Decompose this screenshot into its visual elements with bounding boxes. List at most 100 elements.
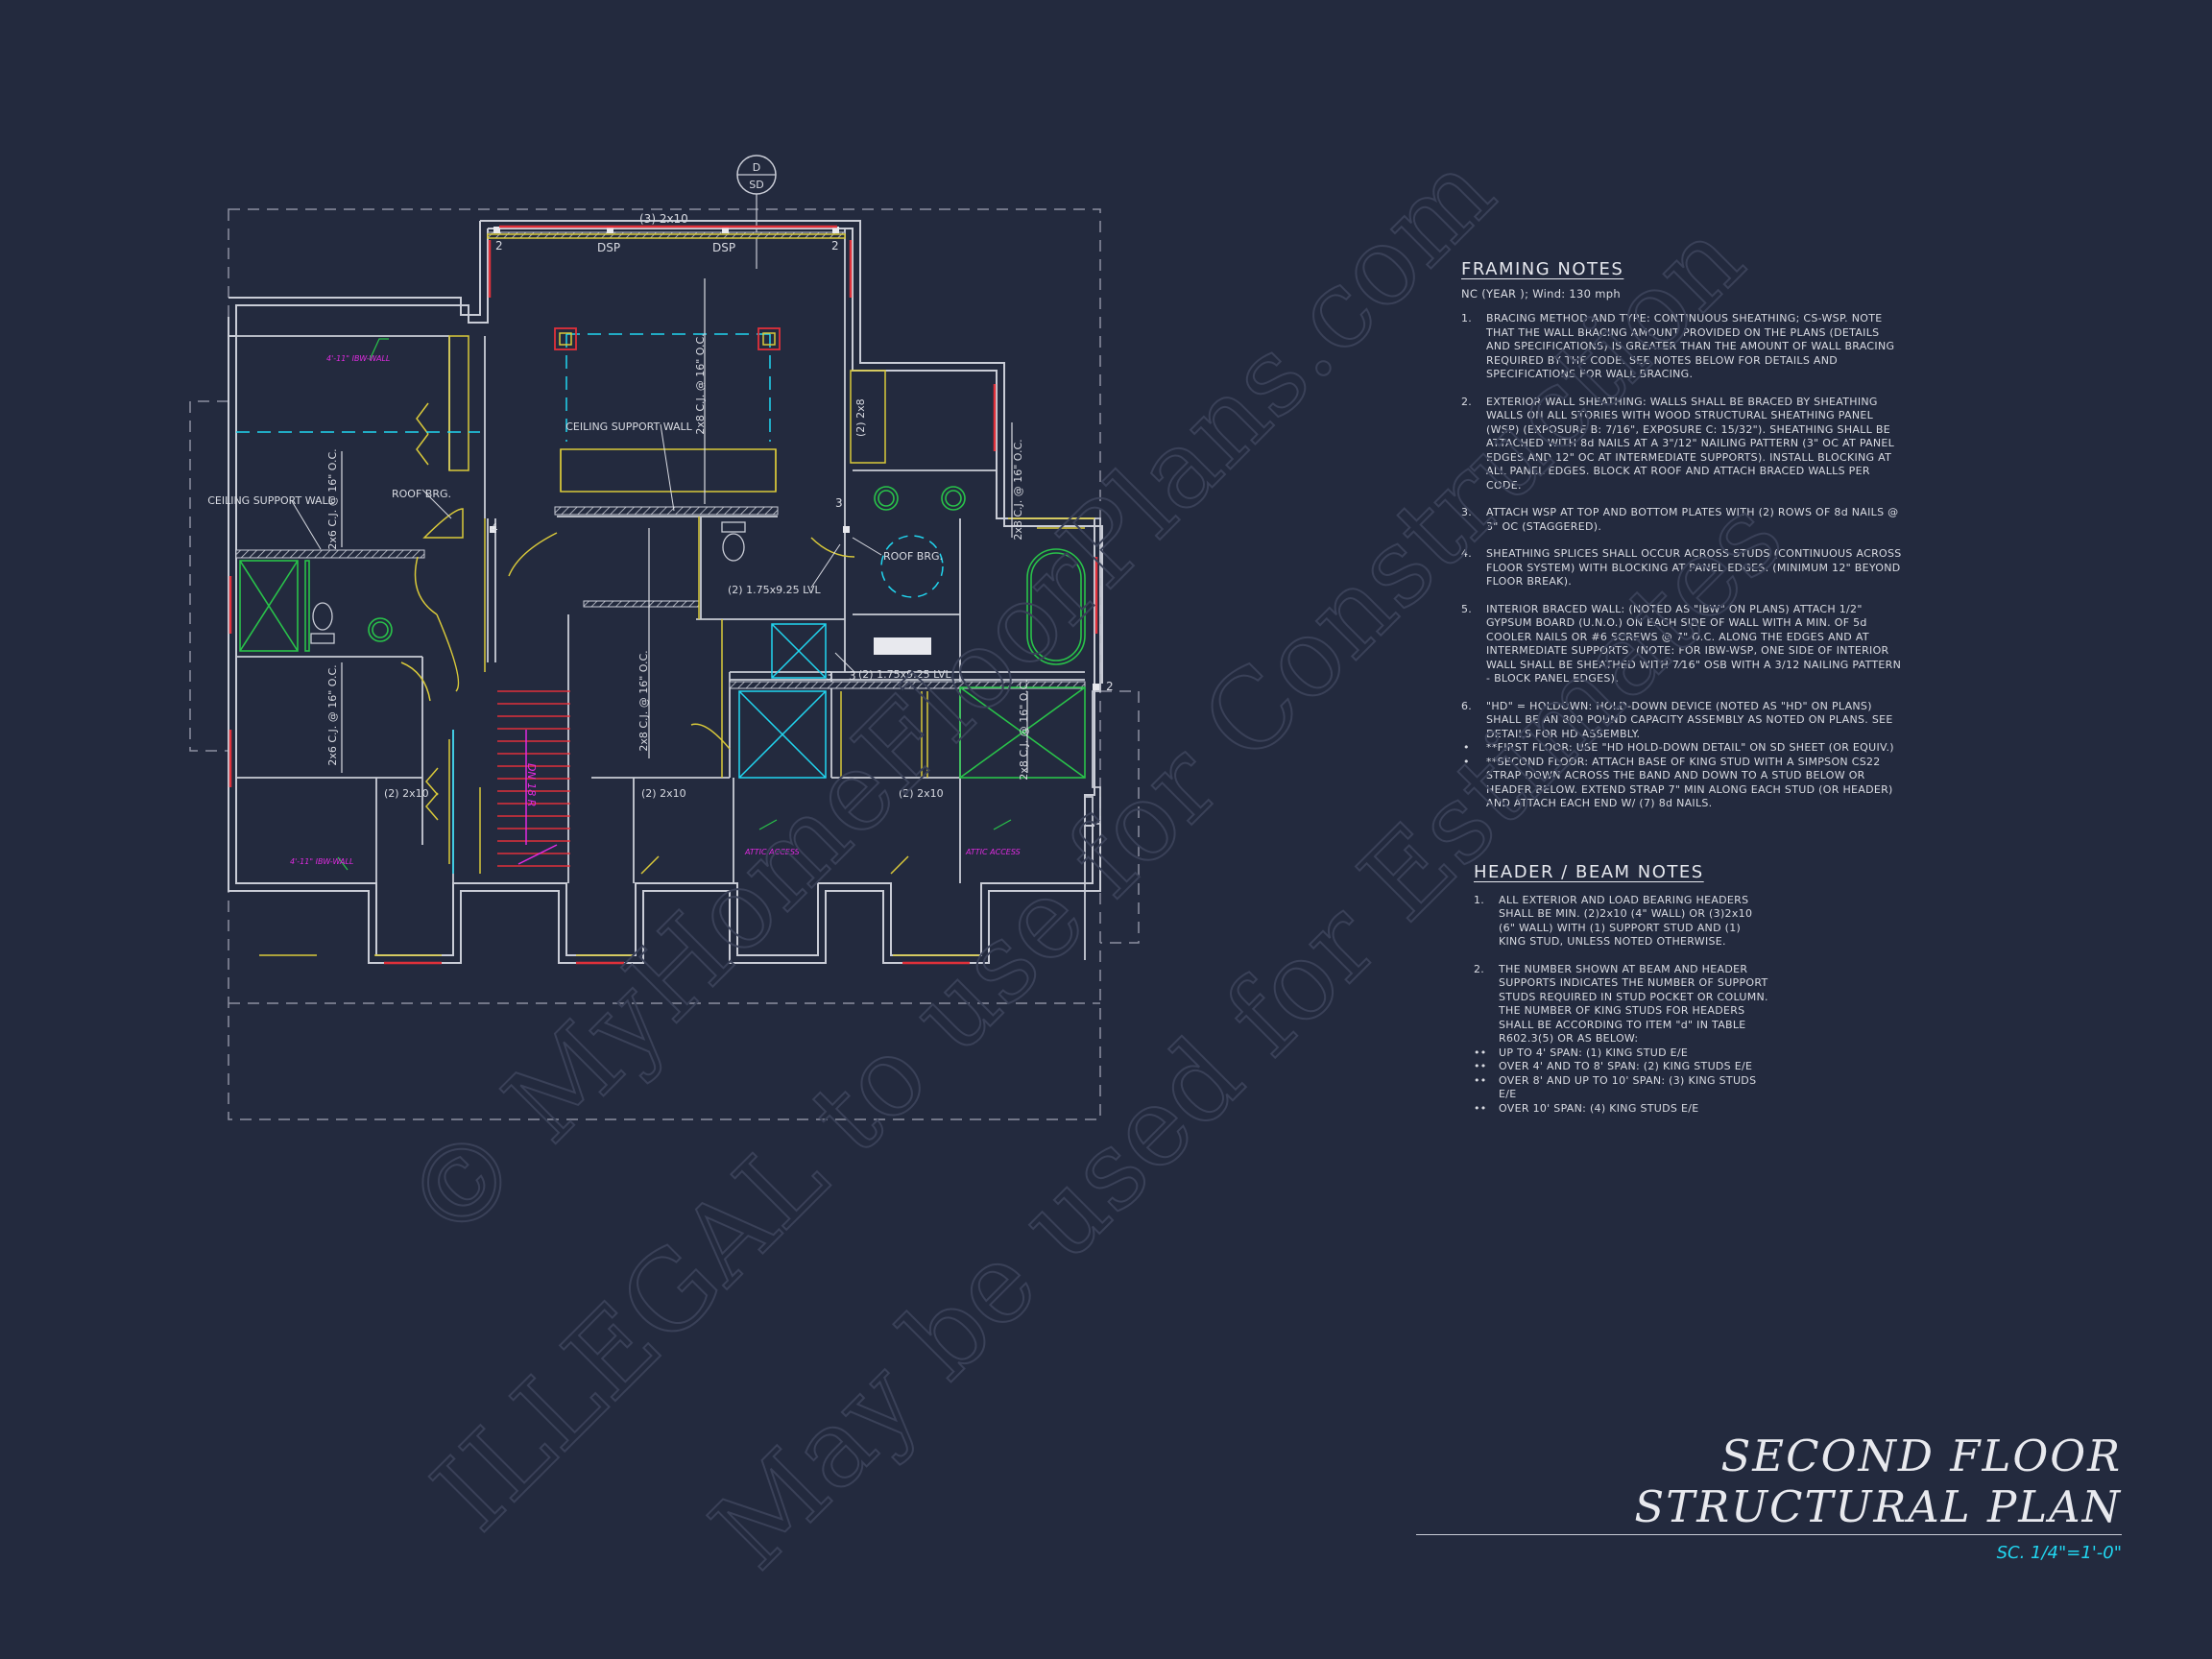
dsp-left-label: DSP bbox=[597, 241, 620, 254]
stair: DN 18 R bbox=[497, 690, 570, 867]
attic-boxes bbox=[640, 855, 909, 875]
bullet-text: UP TO 4' SPAN: (1) KING STUD E/E bbox=[1499, 1046, 1689, 1059]
cj-middle-label: 2x8 C.J. @ 16" O.C. bbox=[637, 650, 650, 751]
note-text: EXTERIOR WALL SHEATHING: WALLS SHALL BE … bbox=[1486, 395, 1895, 492]
note-text: SHEATHING SPLICES SHALL OCCUR ACROSS STU… bbox=[1486, 547, 1902, 588]
attic-left-label: ATTIC ACCESS bbox=[744, 848, 800, 856]
ibw-bottom-label: 4'-11" IBW-WALL bbox=[290, 857, 353, 866]
cj-right-upper-label: 2x8 C.J. @ 16" O.C. bbox=[1012, 439, 1024, 540]
bullet-mark: •• bbox=[1474, 1060, 1487, 1072]
note-text: BRACING METHOD AND TYPE: CONTINUOUS SHEA… bbox=[1486, 312, 1895, 380]
framing-notes-subheading: NC (YEAR ); Wind: 130 mph bbox=[1461, 286, 1621, 301]
cj-left-upper-label: 2x6 C.J. @ 16" O.C. bbox=[326, 448, 339, 549]
joist-arrows bbox=[341, 278, 1028, 773]
note-text: INTERIOR BRACED WALL: (NOTED AS "IBW" ON… bbox=[1486, 602, 1902, 685]
ibw-top-label: 4'-11" IBW-WALL bbox=[326, 354, 390, 363]
header-beam-notes-heading: HEADER / BEAM NOTES bbox=[1474, 862, 1704, 882]
framing-note-2: 2. EXTERIOR WALL SHEATHING: WALLS SHALL B… bbox=[1461, 396, 1903, 493]
bullet-text: **FIRST FLOOR: USE "HD HOLD-DOWN DETAIL"… bbox=[1486, 741, 1894, 754]
stud-count-topleft: 2 bbox=[495, 239, 503, 252]
attic-right-label: ATTIC ACCESS bbox=[965, 848, 1021, 856]
header-bullet-2: •• OVER 4' AND TO 8' SPAN: (2) KING STUDS… bbox=[1474, 1060, 1771, 1074]
stud-count-3a: 3 bbox=[835, 496, 843, 510]
bullet-mark: • bbox=[1463, 741, 1470, 754]
header-beam-notes: HEADER / BEAM NOTES 1. ALL EXTERIOR AND L… bbox=[1474, 862, 1771, 1117]
stud-count-topright: 2 bbox=[831, 239, 839, 252]
beams bbox=[235, 231, 1086, 689]
cj-left-lower-label: 2x6 C.J. @ 16" O.C. bbox=[326, 664, 339, 765]
framing-notes: FRAMING NOTES NC (YEAR ); Wind: 130 mph … bbox=[1461, 259, 1903, 811]
note-number: 1. bbox=[1461, 312, 1473, 325]
framing-notes-heading: FRAMING NOTES bbox=[1461, 259, 1624, 279]
ceiling-support-left-label: CEILING SUPPORT WALL bbox=[207, 494, 334, 507]
bullet-text: OVER 4' AND TO 8' SPAN: (2) KING STUDS E… bbox=[1499, 1060, 1753, 1072]
toilets bbox=[310, 521, 746, 644]
plan-labels: (3) 2x10 DSP DSP 2 2 2 4 3 3 3 2x8 C.J. … bbox=[207, 212, 1113, 866]
ibw-leaders bbox=[337, 338, 1012, 871]
framing-note-3: 3. ATTACH WSP AT TOP AND BOTTOM PLATES WI… bbox=[1461, 506, 1903, 534]
top-header-label: (3) 2x10 bbox=[639, 212, 688, 226]
note-text: ALL EXTERIOR AND LOAD BEARING HEADERS SH… bbox=[1499, 893, 1753, 949]
stud-count-right: 2 bbox=[1106, 680, 1114, 693]
bullet-text: **SECOND FLOOR: ATTACH BASE OF KING STUD… bbox=[1486, 755, 1893, 810]
framing-note-6: 6. "HD" = HOLDOWN: HOLD-DOWN DEVICE (NOTE… bbox=[1461, 700, 1903, 742]
header-2x8-label: (2) 2x8 bbox=[854, 398, 867, 437]
header-bullet-4: •• OVER 10' SPAN: (4) KING STUDS E/E bbox=[1474, 1102, 1771, 1117]
bullet-mark: •• bbox=[1474, 1073, 1487, 1087]
posts bbox=[490, 227, 1099, 690]
stud-count-4: 4 bbox=[491, 521, 498, 535]
header-2x10-c-label: (2) 2x10 bbox=[899, 787, 944, 800]
cj-center-label: 2x8 C.J. @ 16" O.C. bbox=[694, 333, 707, 434]
plumbing-fixtures bbox=[239, 486, 1086, 779]
header-beam-notes-list: 1. ALL EXTERIOR AND LOAD BEARING HEADERS … bbox=[1474, 894, 1771, 1046]
note-number: 5. bbox=[1461, 602, 1473, 615]
sheet-title: SECOND FLOOR STRUCTURAL PLAN bbox=[1416, 1431, 2122, 1535]
header-2x10-a-label: (2) 2x10 bbox=[384, 787, 429, 800]
lvl-left-label: (2) 1.75x9.25 LVL bbox=[728, 584, 822, 596]
bullet-mark: • bbox=[1463, 755, 1470, 768]
section-marker: D SD bbox=[736, 155, 777, 269]
framing-notes-list: 1. BRACING METHOD AND TYPE: CONTINUOUS SH… bbox=[1461, 312, 1903, 741]
header-bullet-3: •• OVER 8' AND UP TO 10' SPAN: (3) KING S… bbox=[1474, 1074, 1771, 1102]
sheathing-marks bbox=[228, 225, 1098, 965]
note-number: 2. bbox=[1461, 395, 1473, 408]
note-text: ATTACH WSP AT TOP AND BOTTOM PLATES WITH… bbox=[1486, 506, 1899, 533]
floor-plan: D SD bbox=[189, 155, 1140, 1120]
bullet-text: OVER 10' SPAN: (4) KING STUDS E/E bbox=[1499, 1101, 1699, 1115]
bullet-mark: •• bbox=[1474, 1101, 1487, 1115]
note-number: 1. bbox=[1474, 893, 1485, 906]
framing-note-1: 1. BRACING METHOD AND TYPE: CONTINUOUS SH… bbox=[1461, 312, 1903, 382]
framing-bullet-2: • **SECOND FLOOR: ATTACH BASE OF KING STU… bbox=[1461, 756, 1903, 811]
cj-right-lower-label: 2x8 C.J. @ 16" O.C. bbox=[1018, 679, 1030, 780]
note-number: 2. bbox=[1474, 962, 1485, 975]
title-block: SECOND FLOOR STRUCTURAL PLAN SC. 1/4"=1'… bbox=[1416, 1431, 2122, 1563]
note-number: 3. bbox=[1461, 506, 1473, 518]
header-note-1: 1. ALL EXTERIOR AND LOAD BEARING HEADERS … bbox=[1474, 894, 1771, 950]
note-number: 6. bbox=[1461, 699, 1473, 712]
section-marker-top: D bbox=[753, 161, 760, 174]
roof-brg-left-label: ROOF BRG. bbox=[392, 488, 451, 500]
cyan-lines bbox=[236, 333, 944, 874]
framing-note-4: 4. SHEATHING SPLICES SHALL OCCUR ACROSS S… bbox=[1461, 547, 1903, 589]
framing-bullet-1: • **FIRST FLOOR: USE "HD HOLD-DOWN DETAIL… bbox=[1461, 741, 1903, 756]
bullet-mark: •• bbox=[1474, 1046, 1487, 1059]
stud-count-3b: 3 bbox=[826, 669, 833, 683]
yellow-framing bbox=[259, 233, 1094, 956]
header-bullet-1: •• UP TO 4' SPAN: (1) KING STUD E/E bbox=[1474, 1046, 1771, 1061]
leader-lines bbox=[291, 423, 882, 673]
roof-outline bbox=[189, 208, 1140, 1120]
note-text: THE NUMBER SHOWN AT BEAM AND HEADER SUPP… bbox=[1499, 962, 1768, 1046]
section-marker-bottom: SD bbox=[749, 179, 763, 191]
framing-note-5: 5. INTERIOR BRACED WALL: (NOTED AS "IBW" … bbox=[1461, 603, 1903, 686]
ceiling-support-center-label: CEILING SUPPORT WALL bbox=[565, 421, 692, 433]
note-number: 4. bbox=[1461, 547, 1473, 560]
stair-label: DN 18 R bbox=[525, 763, 538, 806]
bullet-text: OVER 8' AND UP TO 10' SPAN: (3) KING STU… bbox=[1499, 1073, 1757, 1101]
header-2x10-b-label: (2) 2x10 bbox=[641, 787, 686, 800]
roof-brg-right-label: ROOF BRG. bbox=[883, 550, 943, 563]
note-text: "HD" = HOLDOWN: HOLD-DOWN DEVICE (NOTED … bbox=[1486, 699, 1893, 740]
lvl-right-label: (2) 1.75x9.25 LVL bbox=[858, 668, 952, 681]
stud-count-3c: 3 bbox=[849, 669, 856, 683]
header-note-2: 2. THE NUMBER SHOWN AT BEAM AND HEADER SU… bbox=[1474, 963, 1771, 1046]
sheet-scale: SC. 1/4"=1'-0" bbox=[1996, 1543, 2122, 1563]
